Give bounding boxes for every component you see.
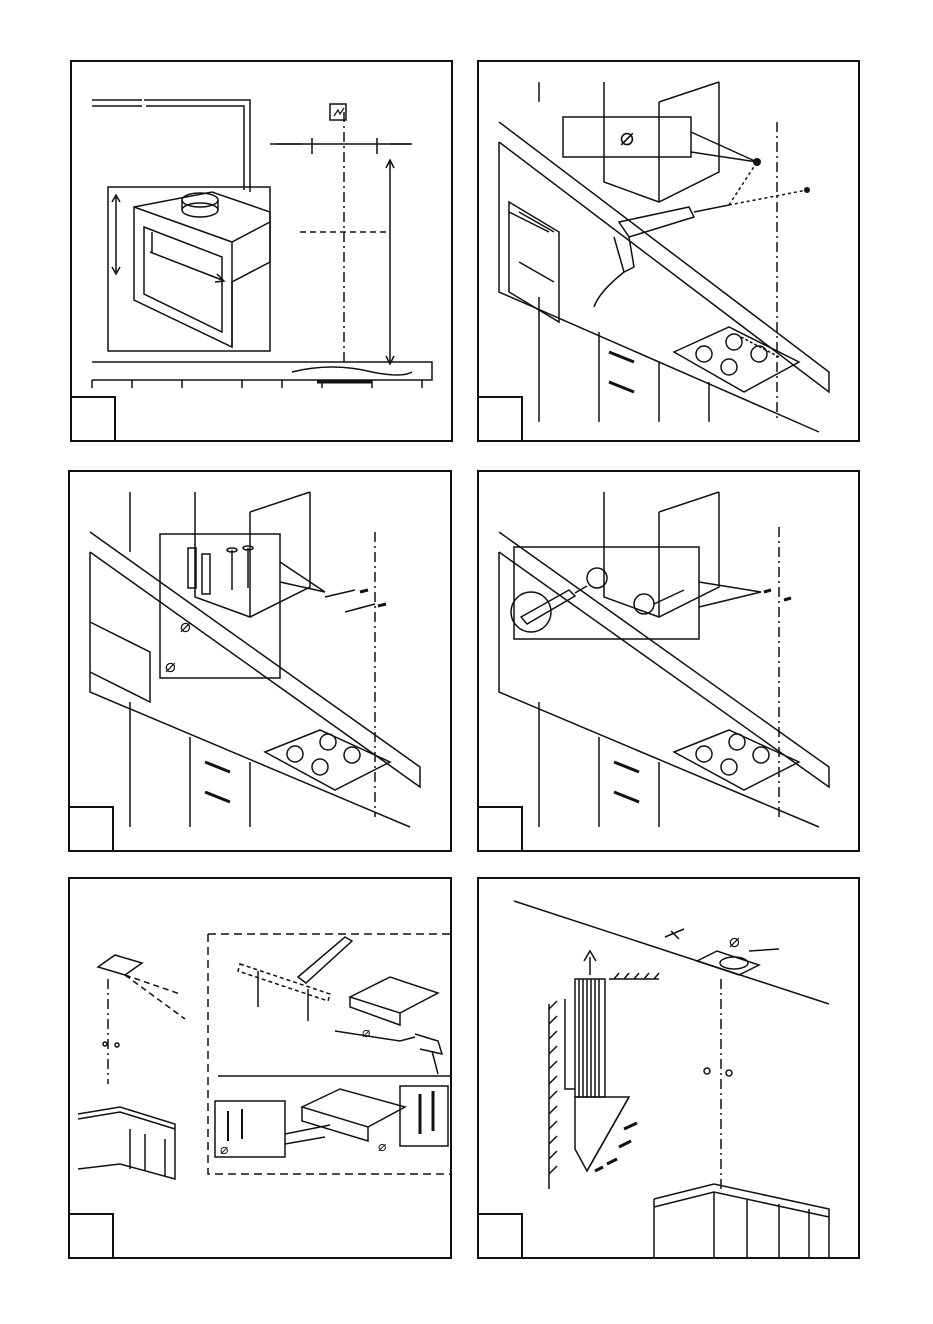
- step-number-box-4: [477, 806, 523, 852]
- panel-4-illustration: [479, 472, 862, 854]
- diameter-symbol-3: ⌀: [378, 1139, 387, 1155]
- panel-5-illustration: ⌀ ⌀ ⌀: [70, 879, 454, 1261]
- diameter-symbol: ⌀: [620, 123, 634, 151]
- step-number-box-5: [68, 1213, 114, 1259]
- diameter-symbol-2: ⌀: [220, 1142, 229, 1158]
- panel-6: ⌀: [477, 877, 860, 1259]
- diameter-symbol-2: ⌀: [165, 656, 176, 677]
- diameter-symbol: ⌀: [729, 931, 740, 952]
- diameter-symbol-1: ⌀: [362, 1025, 371, 1041]
- panel-4: [477, 470, 860, 852]
- step-number-box-6: [477, 1213, 523, 1259]
- panel-2: ⌀: [477, 60, 860, 442]
- panel-5: ⌀ ⌀ ⌀: [68, 877, 452, 1259]
- panel-1-illustration: [72, 62, 455, 444]
- panel-3-illustration: ⌀ ⌀: [70, 472, 454, 854]
- step-number-box-3: [68, 806, 114, 852]
- panel-2-illustration: ⌀: [479, 62, 862, 444]
- panel-1: [70, 60, 453, 442]
- panel-3: ⌀ ⌀: [68, 470, 452, 852]
- panel-6-illustration: ⌀: [479, 879, 862, 1261]
- step-number-box-1: [70, 396, 116, 442]
- step-number-box-2: [477, 396, 523, 442]
- diameter-symbol-1: ⌀: [180, 616, 191, 637]
